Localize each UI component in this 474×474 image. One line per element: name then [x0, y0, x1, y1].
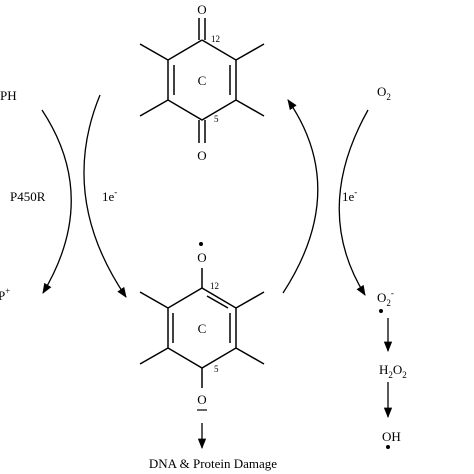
- quinone-molecule: [139, 18, 265, 143]
- right-electron-label: 1e-: [342, 187, 357, 204]
- quinone-oxygen-bottom: O: [197, 148, 206, 163]
- dna-protein-damage-label: DNA & Protein Damage: [149, 456, 277, 471]
- semiquinone-oxygen-bottom: O: [197, 392, 206, 407]
- radical-dot-icon: [199, 242, 203, 246]
- semiquinone-molecule: [139, 268, 265, 388]
- hydrogen-peroxide-label: H2O2: [379, 362, 407, 380]
- right-outer-arrow: [338, 109, 369, 296]
- superoxide-label: O2-: [377, 288, 394, 308]
- left-outer-arrow: [41, 109, 72, 294]
- oxygen-label: O2: [377, 84, 391, 102]
- p450r-label: P450R: [10, 189, 46, 204]
- left-electron-label: 1e-: [102, 187, 117, 204]
- left-inner-arrow: [83, 94, 127, 298]
- quinone-ring-label: C: [198, 73, 207, 88]
- semiquinone-oxygen-top: O: [197, 250, 206, 265]
- superoxide-radical-dot-icon: [379, 309, 383, 313]
- right-inner-arrow: [282, 99, 319, 294]
- quinone-position-12: 12: [211, 34, 220, 44]
- quinone-position-5: 5: [214, 114, 219, 124]
- nadp-label: P+: [0, 286, 10, 303]
- semiquinone-position-5: 5: [214, 364, 219, 374]
- semiquinone-position-12: 12: [210, 281, 219, 291]
- quinone-oxygen-top: O: [197, 2, 206, 17]
- semiquinone-ring-label: C: [198, 321, 207, 336]
- hydroxyl-radical-label: OH: [382, 429, 401, 444]
- nadph-label: PH: [0, 88, 17, 103]
- hydroxyl-radical-dot-icon: [386, 445, 390, 449]
